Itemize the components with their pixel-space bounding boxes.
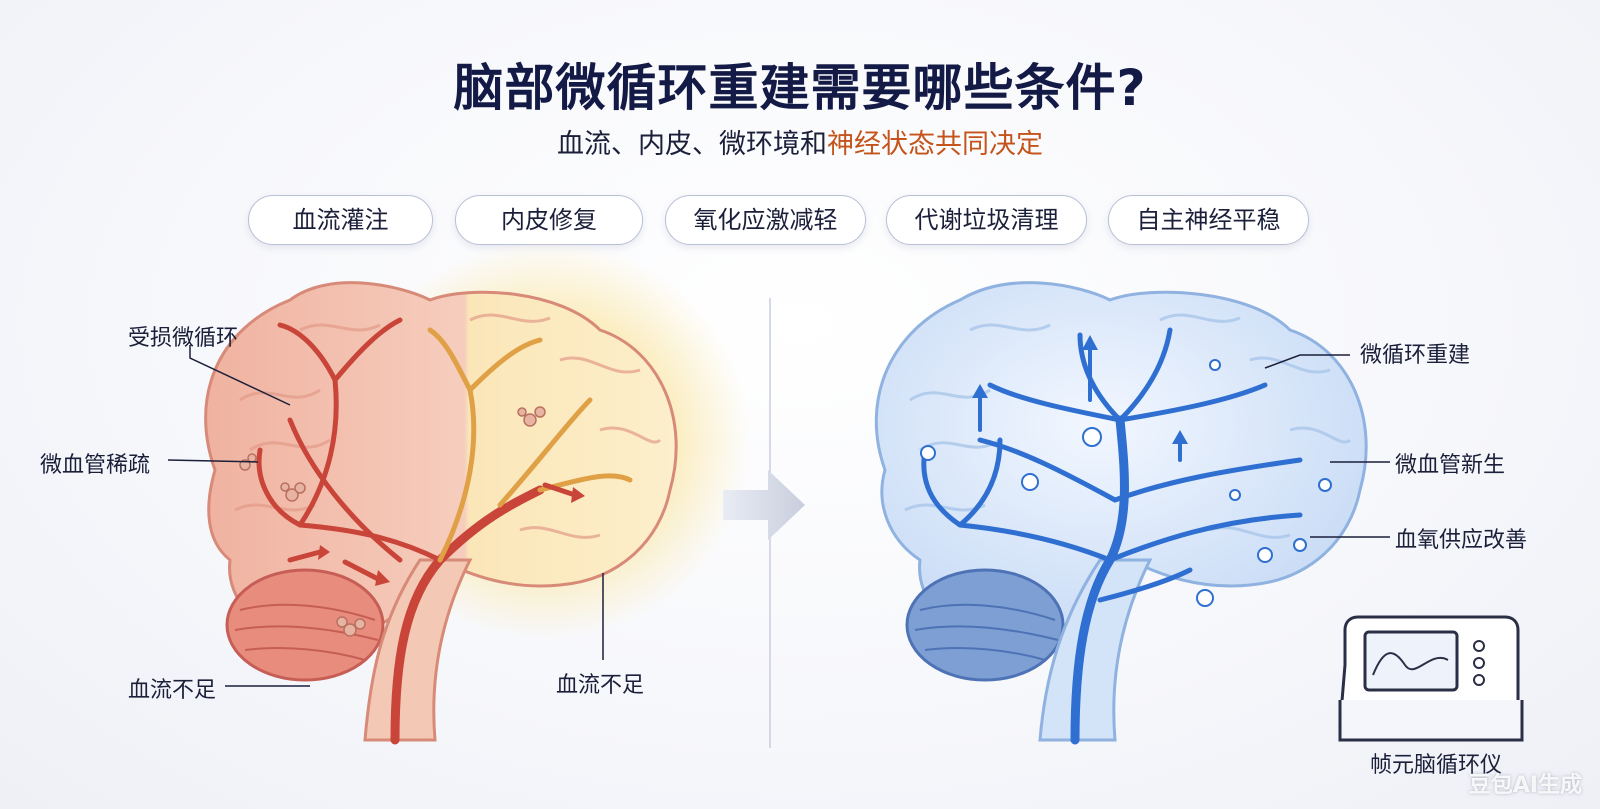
- label-sparse-microvessels: 微血管稀疏: [40, 453, 151, 478]
- subtitle-normal: 血流、内皮、微环境和: [557, 129, 827, 160]
- page-subtitle: 血流、内皮、微环境和神经状态共同决定: [0, 122, 1600, 161]
- pill-oxidative-stress: 氧化应激减轻: [665, 195, 866, 245]
- left-cerebellum: [225, 568, 385, 682]
- label-oxygen-supply-improved: 血氧供应改善: [1395, 528, 1528, 553]
- device-illustration: [1338, 615, 1524, 742]
- condition-pills: 血流灌注 内皮修复 氧化应激减轻 代谢垃圾清理 自主神经平稳: [0, 195, 1600, 247]
- pill-autonomic-balance: 自主神经平稳: [1108, 195, 1309, 245]
- label-device-name: 帧元脑循环仪: [1370, 753, 1503, 778]
- label-microcirculation-rebuild: 微循环重建: [1360, 343, 1471, 368]
- pill-blood-perfusion: 血流灌注: [248, 195, 433, 245]
- label-microvessel-regeneration: 微血管新生: [1395, 453, 1506, 478]
- page-title: 脑部微循环重建需要哪些条件?: [453, 59, 1147, 117]
- label-insufficient-flow-left: 血流不足: [128, 678, 217, 703]
- left-brain: [167, 281, 678, 745]
- watermark: 豆包AI生成: [1468, 773, 1582, 798]
- subtitle-highlight: 神经状态共同决定: [827, 129, 1043, 160]
- device-screen: [1363, 630, 1459, 692]
- label-insufficient-flow-right: 血流不足: [556, 673, 645, 698]
- label-damaged-microcirculation: 受损微循环: [128, 326, 239, 351]
- pill-endothelial-repair: 内皮修复: [455, 195, 643, 245]
- right-cerebellum: [905, 568, 1065, 682]
- pill-waste-clearance: 代谢垃圾清理: [886, 195, 1087, 245]
- transition-arrow: [723, 470, 805, 540]
- right-brain: [874, 281, 1390, 745]
